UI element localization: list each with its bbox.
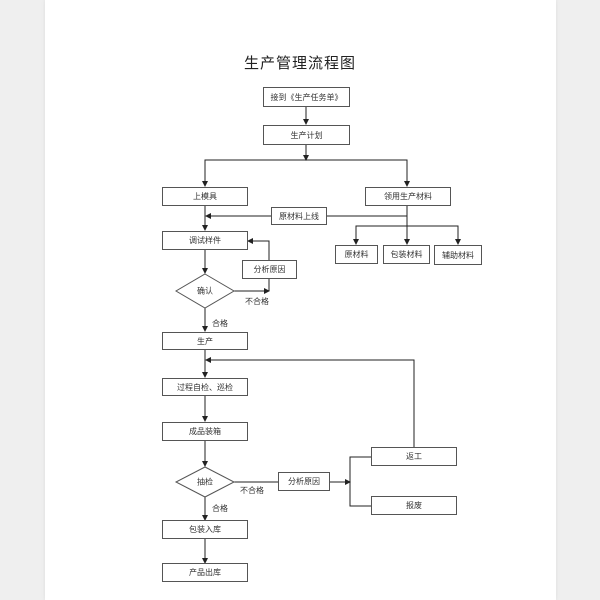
node-production-plan: 生产计划 [263, 125, 350, 145]
edge-label-pass-1: 合格 [212, 319, 228, 328]
node-collect-materials: 领用生产材料 [365, 187, 451, 206]
edge-split [204, 159, 408, 186]
node-finished-boxing: 成品装箱 [162, 422, 248, 441]
node-receive-order: 接到《生产任务单》 [263, 87, 350, 107]
node-pack-warehouse: 包装入库 [162, 520, 248, 539]
node-raw-material-online: 原材料上线 [271, 207, 327, 225]
node-auxiliary-material: 辅助材料 [434, 245, 482, 265]
decision-confirm-label: 确认 [197, 286, 213, 296]
edge-bracket [349, 456, 371, 507]
edge-label-fail-1: 不合格 [245, 297, 269, 306]
node-raw-material: 原材料 [335, 245, 378, 264]
node-analyze-cause-2: 分析原因 [278, 472, 330, 491]
node-production: 生产 [162, 332, 248, 350]
diagram-title: 生产管理流程图 [243, 54, 356, 72]
node-rework: 返工 [371, 447, 457, 466]
edge-material-split [355, 225, 459, 244]
decision-sampling-label: 抽检 [197, 477, 213, 487]
node-scrap: 报废 [371, 496, 457, 515]
node-debug-sample: 调试样件 [162, 231, 248, 250]
decision-confirm-shape [175, 273, 235, 309]
decision-sampling-shape [174, 466, 236, 498]
node-process-inspection: 过程自检、巡检 [162, 378, 248, 396]
edge-label-fail-2: 不合格 [240, 486, 264, 495]
node-packaging-material: 包装材料 [383, 245, 430, 264]
node-mount-mold: 上模具 [162, 187, 248, 206]
node-analyze-cause-1: 分析原因 [242, 260, 297, 279]
node-product-outbound: 产品出库 [162, 563, 248, 582]
edge-rework-return [205, 357, 415, 447]
edge-analyze-back [247, 238, 270, 260]
edge-label-pass-2: 合格 [212, 504, 228, 513]
